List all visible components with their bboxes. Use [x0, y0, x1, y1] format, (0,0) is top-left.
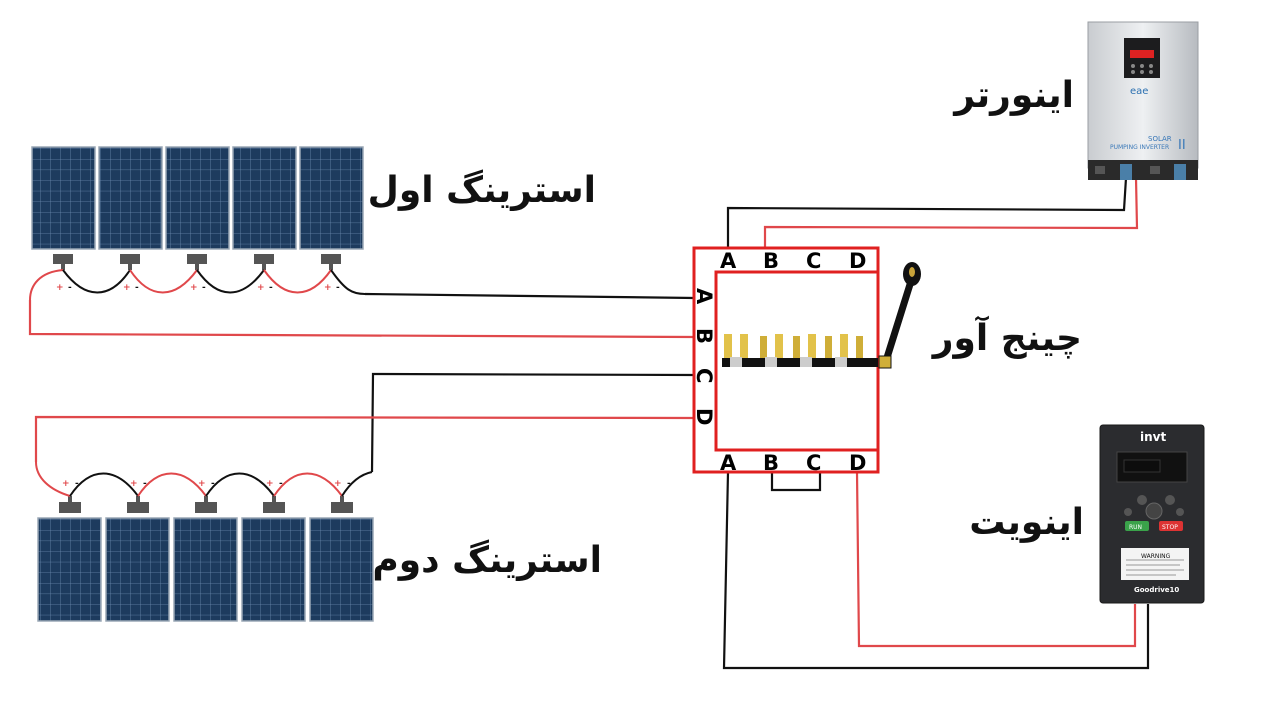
- switch-lever-handle: [878, 262, 921, 369]
- invt-brand: invt: [1140, 430, 1166, 444]
- string-1-junction-boxes: [53, 254, 341, 270]
- inverter-label-solar: SOLAR: [1148, 135, 1172, 143]
- solar-pump-inverter: eae SOLAR PUMPING INVERTER II: [1087, 21, 1199, 180]
- changeover-label: چینج آور: [932, 318, 1082, 359]
- wire-string1-positive: [28, 300, 696, 339]
- svg-text:-: -: [143, 479, 147, 489]
- solar-panel: [105, 517, 170, 622]
- invt-warning-label: WARNING: [1141, 553, 1171, 560]
- terminal-left-a: A: [692, 288, 716, 305]
- solar-panel: [31, 146, 96, 250]
- svg-text:-: -: [68, 283, 72, 293]
- svg-text:+: +: [266, 479, 274, 489]
- svg-text:+: +: [56, 283, 64, 293]
- inverter-label-pumping: PUMPING INVERTER: [1110, 144, 1169, 151]
- string-2-polarity-marks: +- +- +- +- +-: [62, 479, 351, 489]
- invt-stop-button-label: STOP: [1162, 524, 1178, 531]
- svg-text:-: -: [347, 479, 351, 489]
- terminal-top-d: D: [849, 249, 866, 273]
- switch-terminal-labels-bottom: A B C D: [720, 451, 866, 475]
- string-2-label: استرینگ دوم: [372, 540, 602, 581]
- wire-string1-negative: [364, 292, 696, 300]
- wire-inverter-positive: [763, 177, 1139, 249]
- inverter-logo-icon: eae: [1130, 86, 1148, 97]
- solar-panel: [309, 517, 374, 622]
- wires: [28, 177, 1150, 670]
- terminal-left-b: B: [692, 328, 716, 344]
- svg-text:-: -: [336, 283, 340, 293]
- terminal-bottom-c: C: [806, 451, 821, 475]
- solar-panel: [37, 517, 102, 622]
- svg-text:-: -: [135, 283, 139, 293]
- changeover-switch: A B C D A B C D A B C D: [692, 246, 921, 475]
- terminal-top-b: B: [763, 249, 779, 273]
- svg-text:-: -: [75, 479, 79, 489]
- solar-panel: [98, 146, 163, 250]
- solar-panel: [241, 517, 306, 622]
- wire-bottom-bc-jumper: [770, 471, 822, 492]
- invt-label: اینویت: [969, 502, 1084, 543]
- inverter-label: اینورتر: [954, 75, 1074, 116]
- wire-inverter-negative: [726, 177, 1128, 249]
- wire-invt-negative: [722, 471, 1150, 670]
- svg-text:-: -: [202, 283, 206, 293]
- wire-string2-positive: [34, 415, 696, 462]
- svg-text:+: +: [62, 479, 70, 489]
- svg-text:+: +: [257, 283, 265, 293]
- svg-text:-: -: [279, 479, 283, 489]
- svg-text:+: +: [334, 479, 342, 489]
- svg-text:-: -: [211, 479, 215, 489]
- svg-text:+: +: [123, 283, 131, 293]
- string-1-panels: [31, 146, 364, 250]
- string-1-label: استرینگ اول: [367, 170, 596, 211]
- invt-run-button-label: RUN: [1129, 524, 1142, 531]
- svg-text:+: +: [190, 283, 198, 293]
- terminal-bottom-b: B: [763, 451, 779, 475]
- terminal-bottom-d: D: [849, 451, 866, 475]
- solar-panel: [165, 146, 230, 250]
- string-2-junction-boxes: [59, 496, 353, 513]
- inverter-label-roman: II: [1178, 138, 1186, 153]
- wire-invt-positive: [855, 471, 1137, 648]
- solar-panel: [232, 146, 297, 250]
- string-1-jumpers: [29, 269, 366, 301]
- string-2-panels: [37, 517, 374, 622]
- terminal-bottom-a: A: [720, 451, 737, 475]
- svg-text:+: +: [130, 479, 138, 489]
- wire-string2-negative: [370, 372, 696, 473]
- solar-panel: [173, 517, 238, 622]
- switch-terminal-labels-left: A B C D: [692, 288, 716, 425]
- string-2-jumpers: [35, 461, 373, 497]
- terminal-top-c: C: [806, 249, 821, 273]
- svg-text:+: +: [198, 479, 206, 489]
- string-1-polarity-marks: +- +- +- +- +-: [56, 283, 340, 293]
- terminal-left-d: D: [692, 408, 716, 425]
- switch-contacts: [722, 334, 878, 367]
- solar-panel: [299, 146, 364, 250]
- invt-drive: invt RUN STOP WARNING Goodrive10: [1099, 424, 1205, 604]
- svg-text:+: +: [324, 283, 332, 293]
- switch-terminal-labels-top: A B C D: [720, 249, 866, 273]
- invt-model-label: Goodrive10: [1134, 586, 1179, 594]
- terminal-left-c: C: [692, 368, 716, 383]
- svg-text:-: -: [269, 283, 273, 293]
- terminal-top-a: A: [720, 249, 737, 273]
